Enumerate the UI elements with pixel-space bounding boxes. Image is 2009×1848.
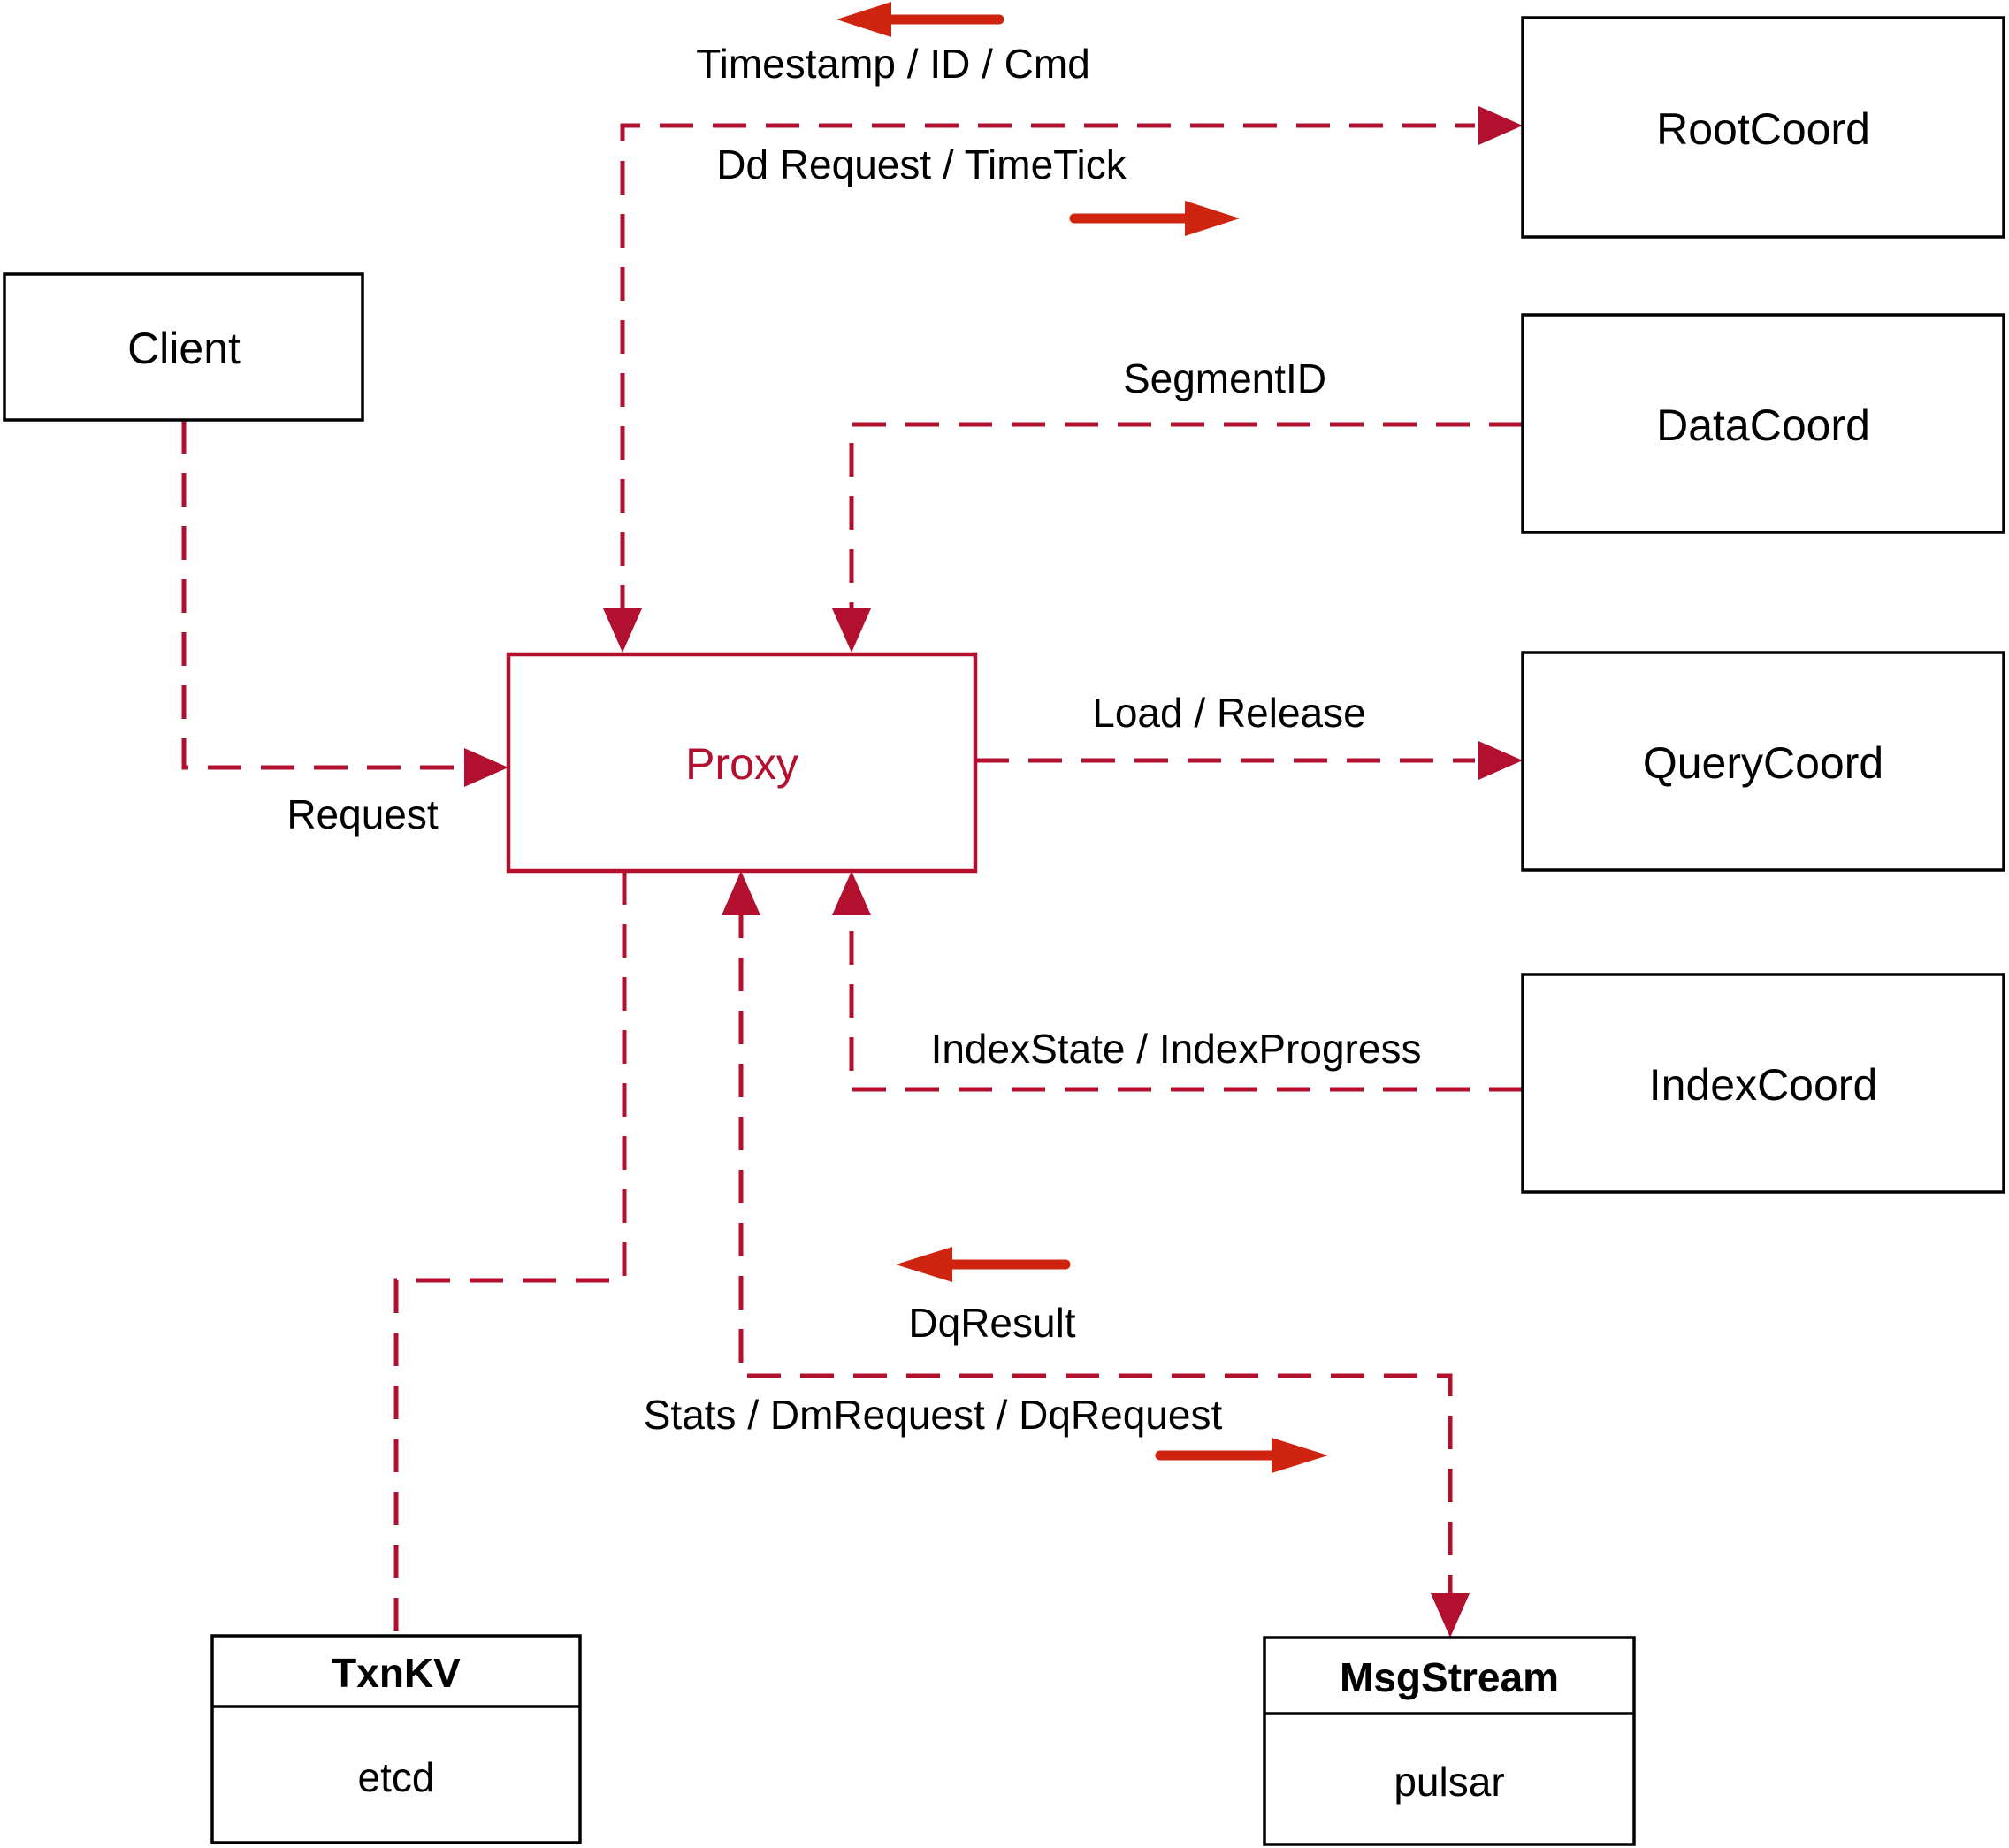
- arrowhead-into-querycoord: [1478, 741, 1523, 780]
- arrowhead-into-rootcoord: [1478, 106, 1523, 145]
- label-stats-dm-dq-request: Stats / DmRequest / DqRequest: [644, 1392, 1223, 1438]
- edge-proxy-rootcoord: [603, 106, 1523, 653]
- edge-datacoord-proxy: [832, 422, 1523, 653]
- edge-indexcoord-proxy: [832, 871, 1523, 1092]
- datacoord-label: DataCoord: [1656, 401, 1870, 450]
- node-datacoord: DataCoord: [1521, 313, 2005, 534]
- edge-client-proxy: [181, 420, 508, 787]
- arrowhead-into-msgstream: [1431, 1593, 1470, 1638]
- label-dd-request-timetick: Dd Request / TimeTick: [716, 141, 1127, 187]
- label-timestamp-id-cmd: Timestamp / ID / Cmd: [696, 41, 1090, 87]
- node-proxy: Proxy: [506, 652, 978, 874]
- flow-arrow-dqresult-left-icon: [896, 1247, 1071, 1282]
- indexcoord-label: IndexCoord: [1649, 1060, 1878, 1110]
- edge-proxy-querycoord: [975, 741, 1523, 780]
- arrowhead-into-proxy-left: [464, 748, 508, 787]
- arrowhead-into-proxy-bottom-right: [832, 871, 871, 915]
- edge-proxy-msgstream: [722, 871, 1470, 1638]
- label-dq-result: DqResult: [908, 1300, 1075, 1346]
- edge-proxy-txnkv: [393, 871, 627, 1636]
- arrowhead-into-proxy-top-left: [603, 608, 642, 653]
- flow-arrow-stats-right-icon: [1155, 1438, 1328, 1473]
- proxy-label: Proxy: [685, 739, 798, 789]
- node-indexcoord: IndexCoord: [1521, 973, 2005, 1194]
- client-label: Client: [127, 324, 241, 373]
- label-load-release: Load / Release: [1092, 690, 1365, 736]
- node-msgstream: MsgStream pulsar: [1263, 1636, 1636, 1846]
- node-rootcoord: RootCoord: [1521, 16, 2005, 239]
- txnkv-title: TxnKV: [332, 1650, 461, 1696]
- node-querycoord: QueryCoord: [1521, 651, 2005, 872]
- msgstream-title: MsgStream: [1340, 1654, 1559, 1700]
- flow-arrow-ddrequest-right-icon: [1069, 201, 1240, 236]
- label-index-state: IndexState / IndexProgress: [931, 1026, 1422, 1072]
- querycoord-label: QueryCoord: [1643, 738, 1883, 788]
- rootcoord-label: RootCoord: [1656, 104, 1870, 154]
- txnkv-value: etcd: [358, 1754, 435, 1800]
- flow-arrow-timestamp-left-icon: [836, 2, 1004, 37]
- node-client: Client: [3, 272, 364, 422]
- arrowhead-into-proxy-bottom-left: [722, 871, 760, 915]
- label-segment-id: SegmentID: [1123, 355, 1326, 401]
- label-request: Request: [286, 791, 439, 837]
- node-txnkv: TxnKV etcd: [210, 1634, 582, 1844]
- msgstream-value: pulsar: [1394, 1759, 1504, 1805]
- arrowhead-into-proxy-top-right: [832, 608, 871, 653]
